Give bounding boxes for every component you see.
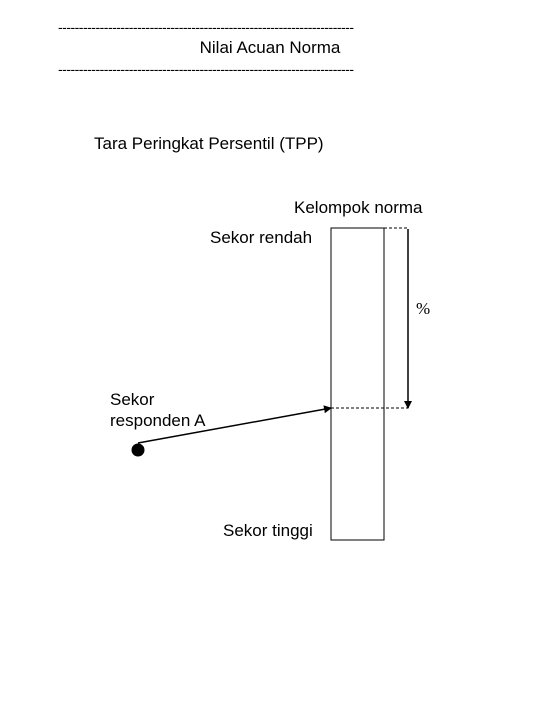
norm-group-label: Kelompok norma — [294, 198, 423, 217]
low-score-label: Sekor rendah — [210, 228, 313, 247]
page-title: Nilai Acuan Norma — [199, 38, 341, 57]
bottom-dashed-rule: ----------------------------------------… — [58, 62, 354, 76]
percent-label: % — [416, 299, 431, 318]
high-score-label: Sekor tinggi — [223, 521, 313, 540]
respondent-pointer-arrow — [137, 405, 332, 444]
respondent-score-label: Sekor responden A — [110, 389, 205, 431]
respondent-label-line1: Sekor — [110, 390, 155, 409]
diagram-subtitle: Tara Peringkat Persentil (TPP) — [94, 134, 324, 153]
respondent-a-dot — [131, 443, 145, 457]
norm-group-bar — [330, 227, 385, 541]
top-dashed-rule: ----------------------------------------… — [58, 20, 354, 34]
respondent-label-line2: responden A — [110, 411, 206, 430]
